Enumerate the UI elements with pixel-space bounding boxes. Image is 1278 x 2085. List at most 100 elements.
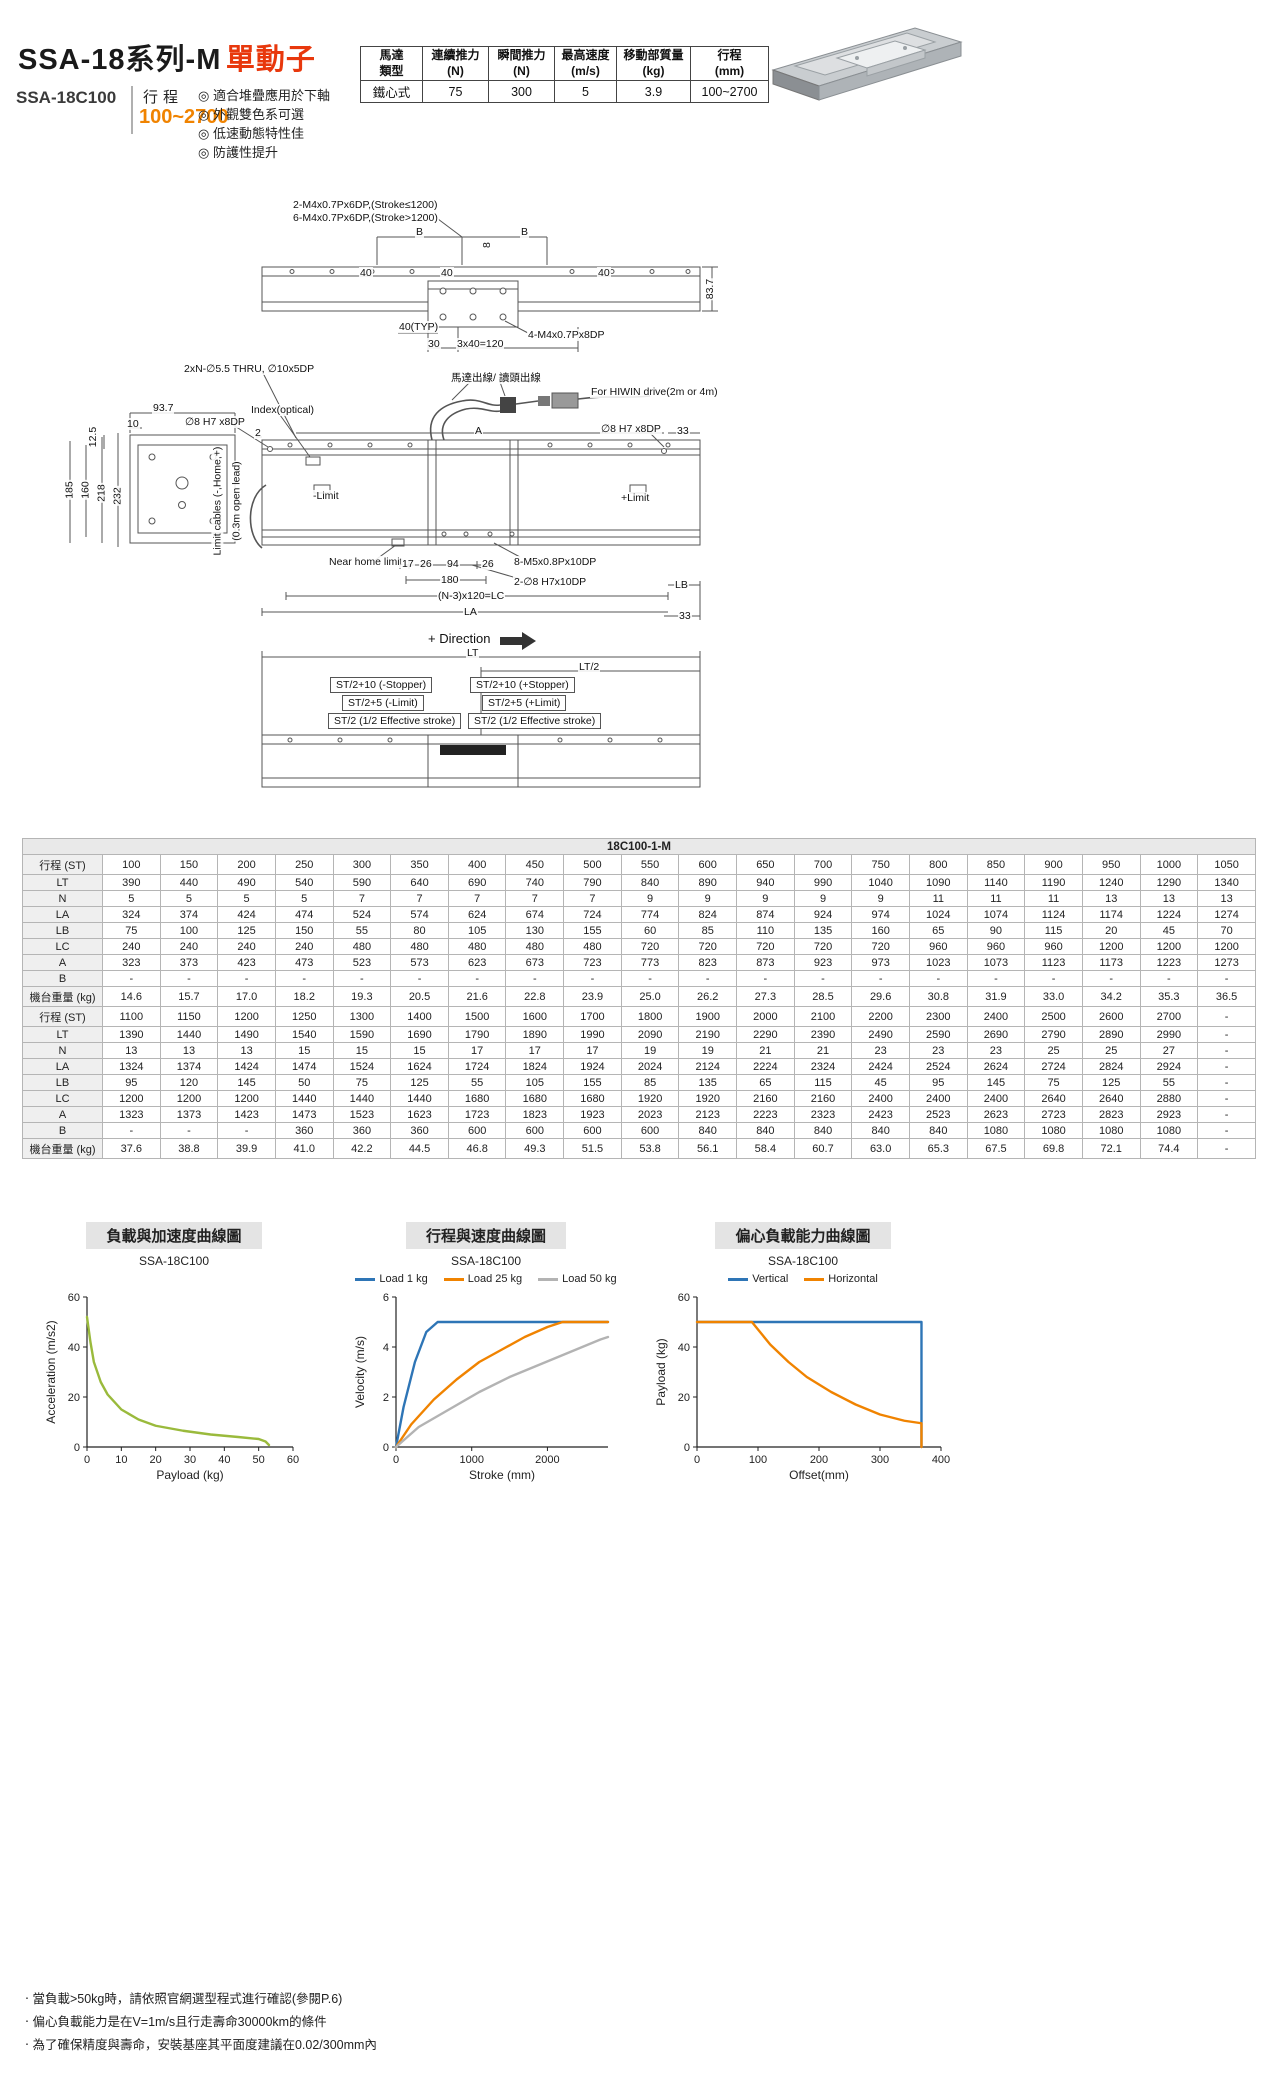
- footnotes: ‧ 當負載>50kg時，請依照官網選型程式進行確認(參閱P.6) ‧ 偏心負載能…: [25, 1988, 377, 2057]
- dim-cell: 51.5: [563, 1138, 622, 1159]
- dim-cell: 46.8: [447, 1138, 507, 1159]
- dim-cell: 7: [390, 890, 449, 907]
- stroke-dim-box: ST/2+10 (-Stopper): [330, 677, 433, 693]
- dim-cell: 31.9: [966, 986, 1026, 1007]
- dim-cell: 1080: [1024, 1122, 1083, 1139]
- dim-cell: 25: [1024, 1042, 1083, 1059]
- dim-cell: 1274: [1197, 906, 1256, 923]
- dim-row-label: LA: [22, 906, 103, 923]
- dim-cell: 75: [102, 922, 161, 939]
- svg-text:60: 60: [68, 1292, 80, 1304]
- dim-cell: 720: [678, 938, 738, 955]
- dim-table-title-row: 18C100-1-M: [22, 838, 1256, 855]
- dim-cell: 75: [332, 1074, 392, 1091]
- chart-subtitle: SSA-18C100: [767, 1254, 839, 1268]
- svg-text:1000: 1000: [459, 1454, 483, 1466]
- legend-swatch: [538, 1277, 559, 1281]
- dim-table-title: 18C100-1-M: [22, 838, 1256, 855]
- spec-header-row: 馬達類型 連續推力(N) 瞬間推力(N) 最高速度(m/s) 移動部質量(kg)…: [360, 45, 769, 82]
- svg-text:10: 10: [115, 1454, 127, 1466]
- dim-cell: 53.8: [620, 1138, 680, 1159]
- dim-cell: 13: [159, 1042, 219, 1059]
- dim-cell: 2790: [1024, 1026, 1083, 1043]
- header-divider: [131, 86, 133, 134]
- dim-cell: 38.8: [159, 1138, 219, 1159]
- dim-cell: 2123: [678, 1106, 738, 1123]
- dim-cell: 960: [1024, 938, 1083, 955]
- dim-cell: 960: [908, 938, 968, 955]
- dim-cell: 60: [620, 922, 680, 939]
- dim-cell: 30.8: [908, 986, 968, 1007]
- dim-cell: -: [274, 970, 334, 987]
- dimension-label: 94: [446, 558, 460, 571]
- dim-cell: -: [1197, 1090, 1256, 1107]
- svg-text:40: 40: [218, 1454, 230, 1466]
- dim-cell: 1900: [678, 1006, 738, 1027]
- dimension-label: 3x40=120: [456, 338, 505, 351]
- dim-cell: -: [1197, 1138, 1256, 1159]
- page-title: SSA-18系列-M 單動子: [18, 36, 316, 78]
- dim-cell: 1080: [966, 1122, 1026, 1139]
- dim-cell: 673: [505, 954, 565, 971]
- dim-cell: 2300: [908, 1006, 968, 1027]
- dim-cell: 874: [736, 906, 795, 923]
- dim-cell: 95: [102, 1074, 161, 1091]
- dim-cell: 650: [736, 854, 795, 875]
- dim-cell: 240: [274, 938, 334, 955]
- dim-cell: 150: [274, 922, 334, 939]
- dim-cell: 373: [159, 954, 219, 971]
- dim-cell: 23: [966, 1042, 1026, 1059]
- svg-text:Acceleration (m/s2): Acceleration (m/s2): [44, 1320, 58, 1423]
- dim-cell: 1424: [217, 1058, 276, 1075]
- dim-cell: 1924: [563, 1058, 622, 1075]
- dim-cell: 1920: [678, 1090, 738, 1107]
- dim-cell: 1040: [851, 874, 910, 891]
- dim-cell: 2424: [851, 1058, 910, 1075]
- legend-label: Horizontal: [828, 1273, 878, 1285]
- dimension-label: LB: [674, 579, 689, 592]
- dim-cell: -: [736, 970, 795, 987]
- dim-cell: 1724: [447, 1058, 507, 1075]
- dim-cell: 1250: [274, 1006, 334, 1027]
- dim-cell: 105: [505, 1074, 565, 1091]
- dim-row-label: LB: [22, 922, 103, 939]
- dim-cell: 774: [620, 906, 680, 923]
- technical-drawings: 2-M4x0.7Px6DP,(Stroke≤1200) 6-M4x0.7Px6D…: [0, 185, 975, 837]
- svg-text:2: 2: [383, 1392, 389, 1404]
- dim-cell: 19.3: [332, 986, 392, 1007]
- dim-cell: 27: [1139, 1042, 1199, 1059]
- dim-cell: 873: [736, 954, 795, 971]
- dim-cell: -: [966, 970, 1026, 987]
- dim-cell: 390: [102, 874, 161, 891]
- dim-cell: 44.5: [390, 1138, 449, 1159]
- dim-cell: 2623: [966, 1106, 1026, 1123]
- dim-cell: -: [159, 1122, 219, 1139]
- feature-item: ◎ 外觀雙色系可選: [198, 107, 304, 122]
- dim-cell: 840: [908, 1122, 968, 1139]
- dim-cell: 1023: [908, 954, 968, 971]
- dim-cell: 720: [793, 938, 853, 955]
- dim-cell: 72.1: [1081, 1138, 1141, 1159]
- dim-cell: 13: [1081, 890, 1141, 907]
- dim-cell: 540: [274, 874, 334, 891]
- dim-cell: 1490: [217, 1026, 276, 1043]
- drawing-note: 6-M4x0.7Px6DP,(Stroke>1200): [292, 212, 439, 225]
- dim-cell: 25: [1081, 1042, 1141, 1059]
- dimension-label: 8: [480, 241, 493, 249]
- dim-cell: 2880: [1139, 1090, 1199, 1107]
- dim-cell: 120: [159, 1074, 219, 1091]
- dim-row-label: LT: [22, 1026, 103, 1043]
- spec-header: 馬達類型: [360, 45, 423, 82]
- dimension-label: LT/2: [578, 661, 601, 674]
- dim-cell: 1680: [505, 1090, 565, 1107]
- dim-cell: 1440: [274, 1090, 334, 1107]
- dim-cell: 5: [102, 890, 161, 907]
- dim-cell: 70: [1197, 922, 1256, 939]
- spec-cell: 5: [554, 80, 617, 104]
- dim-cell: 15.7: [159, 986, 219, 1007]
- svg-text:Payload (kg): Payload (kg): [156, 1468, 223, 1482]
- dim-cell: 690: [447, 874, 507, 891]
